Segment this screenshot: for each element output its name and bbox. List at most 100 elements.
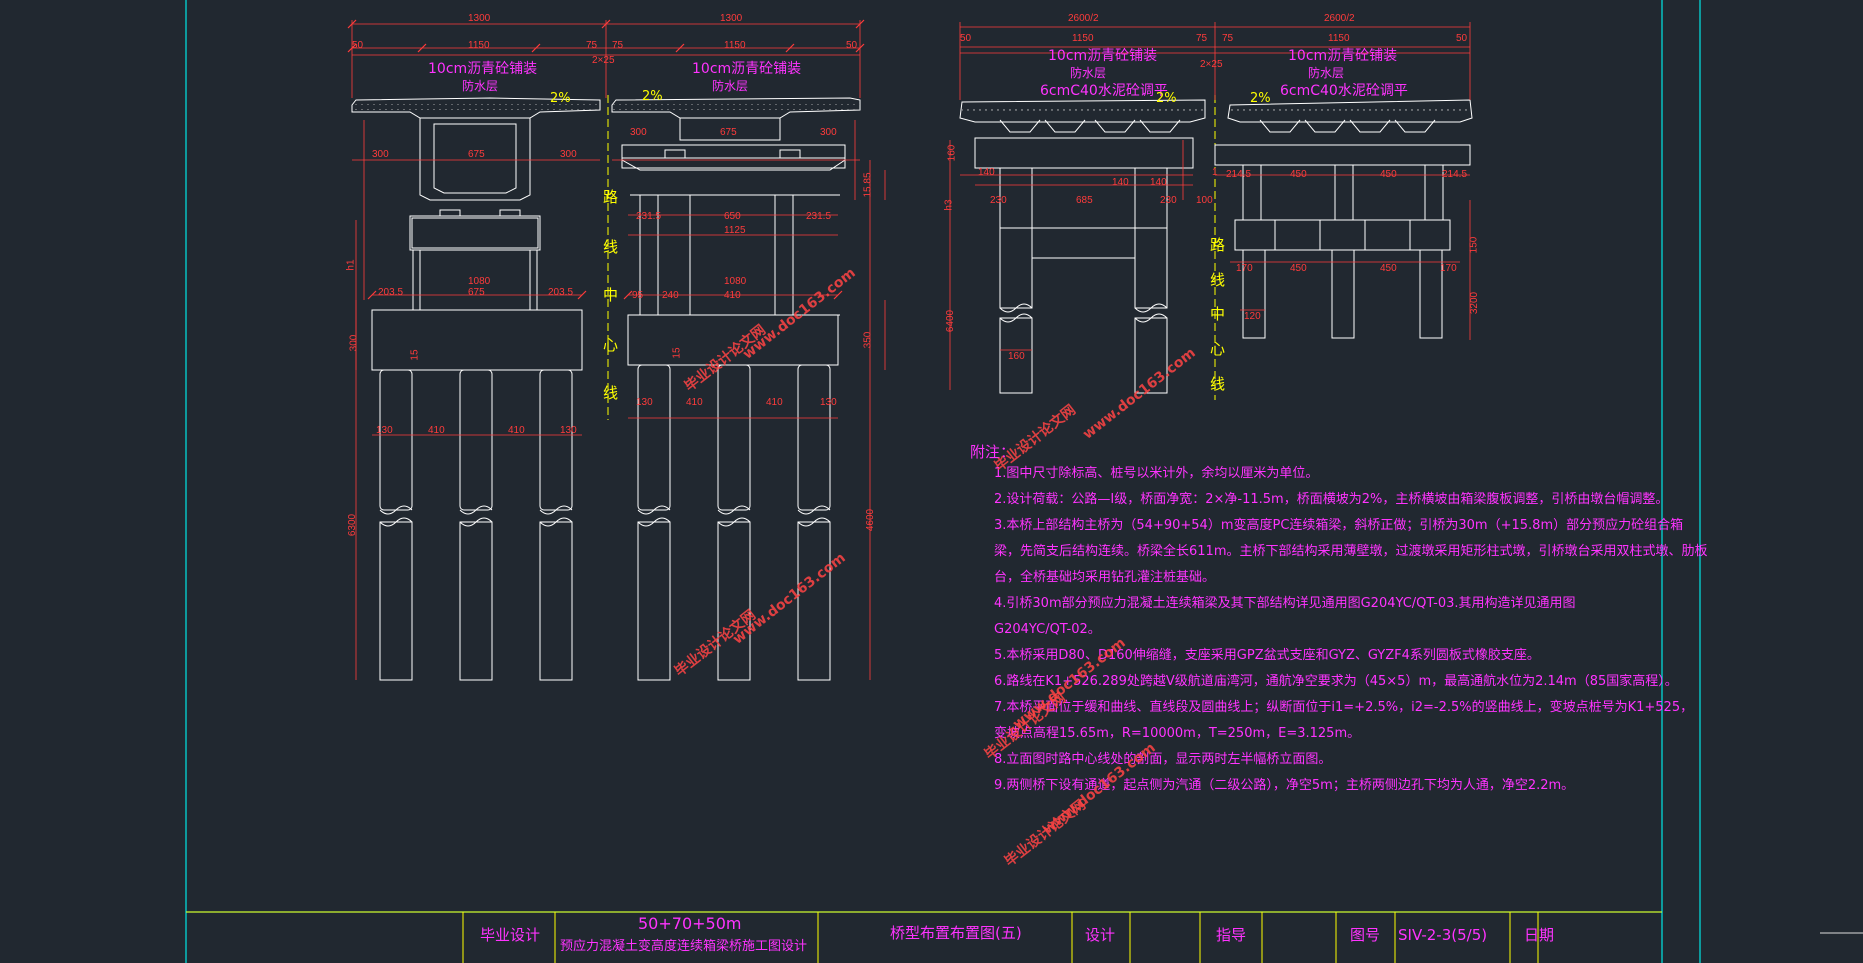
note-item: 台，全桥基础均采用钻孔灌注桩基础。 [994, 570, 1216, 585]
project-title-line2: 预应力混凝土变高度连续箱梁桥施工图设计 [560, 939, 808, 954]
dim-50-c: 50 [960, 33, 972, 44]
slope-label-b: 2% [642, 89, 663, 104]
dim-300-height: 300 [348, 334, 360, 352]
dim-675-b: 675 [720, 127, 737, 138]
dim-1150-left: 1150 [468, 40, 490, 51]
dim-15-b: 15 [671, 347, 683, 359]
right-dimension-lines [949, 22, 1471, 390]
note-item: 8.立面图时路中心线处的剖面，显示两时左半幅桥立面图。 [994, 752, 1332, 767]
dim-214-b: 214.5 [1442, 169, 1468, 180]
drawing-number-label: 图号 [1350, 926, 1381, 944]
dim-675-c: 675 [468, 287, 485, 298]
note-item: 7.本桥平面位于缓和曲线、直线段及圆曲线上；纵断面位于i1=+2.5%，i2=-… [994, 700, 1694, 715]
dim-2600-2-b: 2600/2 [1324, 13, 1355, 24]
note-item: 3.本桥上部结构主桥为（54+90+54）m变高度PC连续箱梁，斜桥正做；引桥为… [994, 518, 1684, 533]
dim-231-b: 231.5 [806, 211, 832, 222]
dim-15-85: 15.85 [862, 172, 874, 198]
center-line-char-2: 线 [603, 238, 619, 256]
dim-6400: 6400 [945, 309, 957, 333]
sheet-border [185, 0, 1701, 963]
layer-label-asphalt-a: 10cm沥青砼铺装 [428, 61, 538, 77]
dim-75-b: 75 [612, 40, 624, 51]
dim-450-c: 450 [1290, 263, 1307, 274]
dim-130-d: 130 [820, 397, 837, 408]
slope-label-a: 2% [550, 91, 571, 106]
layer-label-waterproof-c: 防水层 [1070, 66, 1107, 80]
layer-label-asphalt-d: 10cm沥青砼铺装 [1288, 48, 1398, 64]
dim-230-a: 230 [990, 195, 1007, 206]
note-item: 9.两侧桥下设有通道，起点侧为汽通（二级公路），净空5m；主桥两侧边孔下均为人通… [994, 778, 1575, 793]
dim-95: 95 [632, 290, 644, 301]
dim-130-c: 130 [636, 397, 653, 408]
dim-300-a: 300 [372, 149, 389, 160]
dim-75-a: 75 [586, 40, 598, 51]
dim-120: 120 [1244, 311, 1261, 322]
center-line-r-char-5: 线 [1210, 375, 1226, 393]
layer-label-asphalt-c: 10cm沥青砼铺装 [1048, 48, 1158, 64]
layer-label-waterproof-d: 防水层 [1308, 66, 1345, 80]
dim-231-a: 231.5 [636, 211, 662, 222]
dim-3200: 3200 [1469, 291, 1481, 315]
left-section-b [611, 97, 861, 681]
dim-300-b: 300 [560, 149, 577, 160]
dim-130-b: 130 [560, 425, 577, 436]
dim-675-a: 675 [468, 149, 485, 160]
date-label: 日期 [1524, 926, 1555, 944]
dim-140-a: 140 [978, 167, 995, 178]
dim-410-c: 410 [724, 290, 741, 301]
dim-100: 100 [1196, 195, 1213, 206]
right-section-a [959, 99, 1206, 394]
note-item: G204YC/QT-02。 [994, 622, 1101, 637]
dim-410-a: 410 [428, 425, 445, 436]
note-item: 2.设计荷载：公路—I级，桥面净宽：2×净-11.5m，桥面横坡为2%，主桥横坡… [994, 492, 1669, 507]
dim-1125: 1125 [724, 225, 746, 236]
dim-h3: h3 [943, 199, 955, 211]
dim-160-b: 160 [1008, 351, 1025, 362]
note-item: 5.本桥采用D80、D160伸缩缝，支座采用GPZ盆式支座和GYZ、GYZF4系… [994, 648, 1540, 663]
drawing-title: 桥型布置布置图(五) [890, 924, 1022, 942]
project-title-line1: 50+70+50m [638, 914, 742, 933]
dim-170-b: 170 [1440, 263, 1457, 274]
note-item: 6.路线在K1+526.289处跨越V级航道庙湾河，通航净空要求为（45×5）m… [994, 674, 1678, 689]
right-section-b [1214, 99, 1473, 339]
dim-214-a: 214.5 [1226, 169, 1252, 180]
dim-410-e: 410 [766, 397, 783, 408]
dim-450-b: 450 [1380, 169, 1397, 180]
center-line-r-char-2: 线 [1210, 271, 1226, 289]
dim-1300-left: 1300 [468, 13, 491, 24]
dimension-ticks [347, 19, 865, 300]
dim-240: 240 [662, 290, 679, 301]
dim-1150-right: 1150 [724, 40, 746, 51]
dim-1: 1 [1212, 167, 1218, 178]
dim-1080-a: 1080 [468, 276, 491, 287]
layer-label-waterproof-b: 防水层 [712, 79, 749, 93]
grad-design-label: 毕业设计 [480, 926, 541, 944]
dim-300-d: 300 [820, 127, 837, 138]
dim-450-d: 450 [1380, 263, 1397, 274]
dim-203-b: 203.5 [548, 287, 574, 298]
dim-130-a: 130 [376, 425, 393, 436]
dim-203-a: 203.5 [378, 287, 404, 298]
dim-2x25-b: 2×25 [1200, 59, 1223, 70]
slope-label-c: 2% [1156, 91, 1177, 106]
layer-label-waterproof-a: 防水层 [462, 79, 499, 93]
dim-h1: h1 [345, 259, 357, 271]
dim-160-height: 160 [946, 144, 958, 162]
drawing-number: SIV-2-3(5/5) [1398, 926, 1488, 944]
dim-75-c: 75 [1196, 33, 1208, 44]
dim-650: 650 [724, 211, 741, 222]
center-line-r-char-4: 心 [1210, 340, 1226, 358]
dim-350: 350 [862, 331, 874, 349]
dim-140-b: 140 [1112, 177, 1129, 188]
note-item: 梁，先简支后结构连续。桥梁全长611m。主桥下部结构采用薄壁墩，过渡墩采用矩形柱… [994, 544, 1708, 559]
dim-410-d: 410 [686, 397, 703, 408]
dim-1300-right: 1300 [720, 13, 743, 24]
design-label: 设计 [1085, 926, 1116, 944]
dim-450-a: 450 [1290, 169, 1307, 180]
dim-50-left: 50 [352, 40, 364, 51]
dim-15-a: 15 [409, 349, 421, 361]
note-item: 变坡点高程15.65m，R=10000m，T=250m，E=3.125m。 [994, 726, 1361, 741]
dim-230-b: 230 [1160, 195, 1177, 206]
